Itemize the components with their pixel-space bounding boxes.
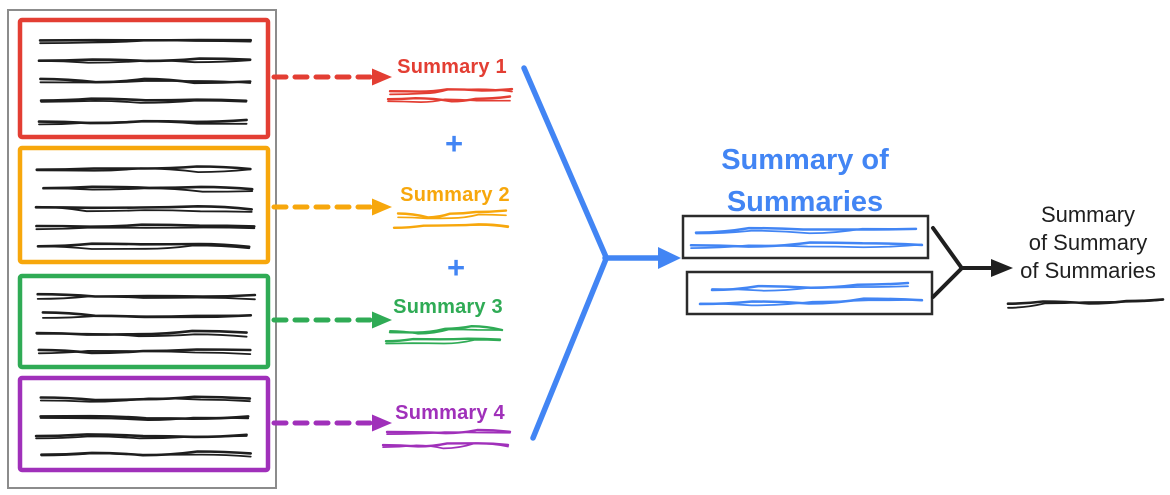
merge-line-top xyxy=(521,65,609,260)
final-summary-label: Summary of Summary of Summaries xyxy=(1002,201,1170,285)
document-text-line xyxy=(36,242,251,249)
document-text-line xyxy=(40,99,248,104)
summary-3-label: Summary 3 xyxy=(393,296,503,318)
summary-4-label: Summary 4 xyxy=(395,402,505,424)
merge-title-line-1: Summary of xyxy=(721,144,889,176)
summary-text-line xyxy=(389,88,513,96)
merged-summary-text-line xyxy=(690,243,923,249)
summary-text-line xyxy=(382,442,509,450)
document-text-line xyxy=(35,332,248,338)
final-arrowhead xyxy=(991,259,1013,277)
merge-line-bottom xyxy=(530,256,609,441)
document-text-line xyxy=(35,226,256,231)
document-text-line xyxy=(39,77,252,85)
document-text-line xyxy=(41,314,252,319)
summary-text-line xyxy=(385,428,512,435)
document-3 xyxy=(17,273,271,370)
document-text-line xyxy=(39,397,251,403)
document-text-line xyxy=(39,79,252,84)
merged-summary-box xyxy=(685,270,934,316)
summary-text-line xyxy=(396,209,508,219)
bracket-line-bottom xyxy=(931,267,963,299)
document-text-line xyxy=(39,416,250,422)
plus-operator-2: + xyxy=(446,250,466,285)
merge-title: Summary of Summaries xyxy=(678,139,932,223)
document-2 xyxy=(17,145,271,265)
summary-1-label: Summary 1 xyxy=(397,56,507,78)
document-text-line xyxy=(42,187,254,193)
final-label-line-1: Summary xyxy=(1040,202,1136,227)
summary-text-line xyxy=(385,338,501,345)
summary-text-line xyxy=(393,224,509,229)
document-text-line xyxy=(36,295,256,301)
merge-arrowhead xyxy=(658,247,681,269)
document-text-line xyxy=(35,167,252,174)
document-text-line xyxy=(34,204,253,211)
final-summary-text-line xyxy=(1007,298,1164,309)
summary-text-line xyxy=(386,95,512,103)
arrowhead xyxy=(372,414,392,432)
summary-text-line xyxy=(387,98,511,103)
document-text-line xyxy=(38,59,252,64)
document-text-line xyxy=(36,292,257,298)
merge-title-line-2: Summaries xyxy=(726,186,884,218)
final-label-line-2: of Summary xyxy=(1028,230,1148,255)
document-text-line xyxy=(40,452,252,458)
document-text-line xyxy=(37,244,251,250)
arrowhead xyxy=(372,68,392,86)
summary-text-line xyxy=(397,213,507,220)
document-text-line xyxy=(37,349,252,356)
document-text-line xyxy=(39,39,252,45)
document-text-line xyxy=(35,223,256,229)
arrowhead xyxy=(372,198,392,216)
summary-text-line xyxy=(389,328,503,335)
merged-summary-text-line xyxy=(699,298,923,307)
arrowhead xyxy=(372,311,392,329)
document-text-line xyxy=(38,120,248,126)
plus-operator-1: + xyxy=(444,126,464,161)
merged-summary-box xyxy=(681,214,930,260)
summary-text-line xyxy=(386,431,511,435)
merged-summary-text-line xyxy=(695,227,917,235)
document-text-line xyxy=(35,205,253,213)
merged-summary-text-line xyxy=(711,285,909,292)
summary-text-line xyxy=(384,337,502,343)
merged-summary-text-line xyxy=(698,297,924,306)
bracket-line-top xyxy=(931,226,963,269)
summary-2-label: Summary 2 xyxy=(400,184,510,206)
document-text-line xyxy=(35,435,248,440)
final-label-line-3: of Summaries xyxy=(1020,258,1156,283)
